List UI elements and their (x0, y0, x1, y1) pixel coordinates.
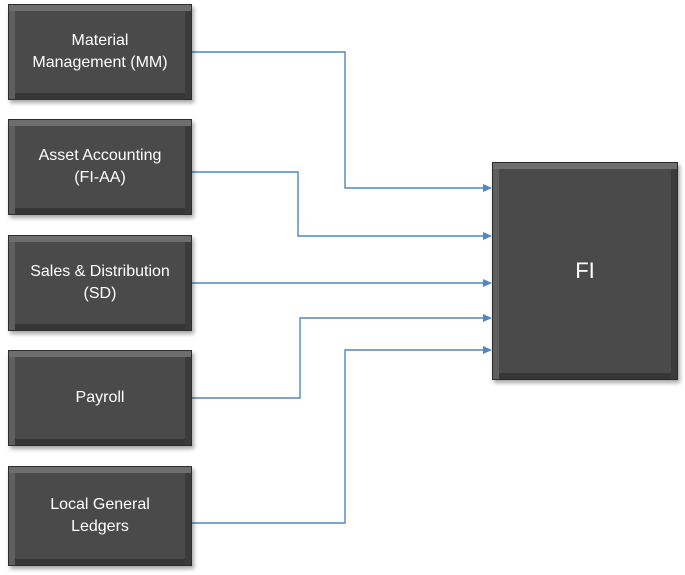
node-label: Local General Ledgers (50, 496, 150, 535)
node-sales-distribution: Sales & Distribution (SD) (8, 235, 192, 331)
node-local-general-ledgers: Local General Ledgers (8, 466, 192, 566)
connector-lgl-to-fi (192, 349, 484, 524)
node-label-fi: FI (575, 258, 595, 283)
arrowhead-pay (483, 314, 492, 322)
node-asset-accounting: Asset Accounting (FI-AA) (8, 119, 192, 215)
node-label: Material Management (MM) (32, 32, 168, 71)
arrowhead-aa (483, 232, 492, 240)
node-label: Sales & Distribution (SD) (30, 263, 170, 302)
arrowhead-sd (483, 279, 492, 287)
connector-aa-to-fi (192, 171, 484, 237)
node-payroll: Payroll (8, 350, 192, 446)
node-fi: FI (492, 162, 678, 380)
connector-pay-to-fi (192, 317, 484, 399)
node-label: Asset Accounting (FI-AA) (38, 147, 162, 186)
arrowhead-mm (483, 184, 492, 192)
node-material-management: Material Management (MM) (8, 4, 192, 100)
node-label: Payroll (75, 389, 125, 406)
arrowhead-lgl (483, 346, 492, 354)
connector-mm-to-fi (192, 51, 484, 189)
